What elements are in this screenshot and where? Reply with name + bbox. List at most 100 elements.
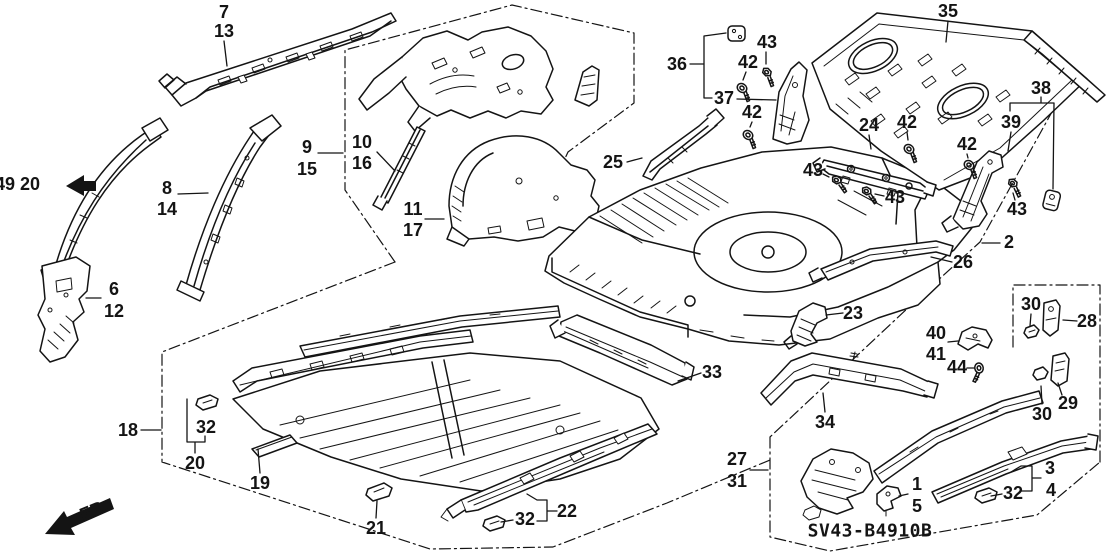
callout-44: 44: [947, 357, 967, 377]
part-clip-1-5: [876, 485, 902, 517]
leader-line: [1012, 192, 1016, 201]
callout-28: 28: [1077, 311, 1097, 331]
leader-line: [990, 493, 1003, 497]
callout-B-49-20: B-49 20: [0, 174, 40, 194]
leader-line: [1029, 313, 1032, 327]
part-rear-floor-pan: [544, 146, 976, 346]
callout-24: 24: [859, 115, 879, 135]
callout-11: 11: [403, 199, 422, 219]
callout-17: 17: [403, 220, 423, 240]
bolt-42-icon: [738, 127, 763, 151]
part-cowl-side-panel: [37, 256, 91, 363]
part-pillar-gusset: [772, 61, 810, 145]
callout-6: 6: [109, 279, 119, 299]
callout-3: 3: [1045, 458, 1055, 478]
callout-SV43-B4910B: SV43-B4910B: [808, 521, 933, 542]
callout-37: 37: [714, 88, 734, 108]
part-bracket-28: [1042, 299, 1061, 337]
callout-FR-: FR.: [77, 495, 111, 524]
b49-ref-arrow-icon: [66, 175, 96, 196]
callout-29: 29: [1058, 393, 1078, 413]
part-rear-frame-rail: [873, 390, 1044, 484]
part-clip-21: [365, 482, 393, 502]
part-floor-side-rail: [808, 240, 954, 283]
callout-7: 7: [219, 2, 229, 22]
leader-line: [930, 256, 953, 263]
part-quarter-stiffener: [941, 150, 1004, 233]
part-front-floor-assembly: [232, 305, 660, 492]
part-rear-shelf-panel: [811, 12, 1106, 191]
callout-25: 25: [603, 152, 623, 172]
callout-18: 18: [118, 420, 138, 440]
callout-19: 19: [250, 473, 270, 493]
leader-line: [1057, 382, 1063, 396]
bolt-44-icon: [969, 361, 987, 384]
leader-line: [822, 392, 826, 413]
callout-26: 26: [953, 252, 973, 272]
part-clip-32-sill: [482, 515, 506, 532]
part-grommet: [727, 25, 746, 42]
fr-direction-arrow-icon: [45, 498, 114, 535]
leader-line: [898, 493, 909, 497]
bolt-43-icon: [756, 65, 781, 89]
callout-42: 42: [957, 134, 977, 154]
callout-32: 32: [196, 417, 216, 437]
part-clip-30-lower: [1032, 366, 1049, 381]
part-rocker-sill: [440, 423, 658, 522]
part-clip-32-front: [195, 394, 219, 411]
part-floor-strip: [251, 434, 298, 458]
part-roof-rail-bracket: [574, 65, 600, 107]
callout-31: 31: [727, 471, 747, 491]
callout-43: 43: [757, 32, 777, 52]
leader-line: [742, 71, 747, 81]
part-front-pillar-upper: [40, 117, 169, 281]
part-middle-crossmember: [549, 314, 695, 386]
callout-39: 39: [1001, 112, 1021, 132]
part-quarter-rail-stiffener: [372, 126, 426, 211]
callout-30: 30: [1032, 404, 1052, 424]
callout-4: 4: [1046, 480, 1056, 500]
callout-27: 27: [727, 449, 747, 469]
callout-42: 42: [738, 52, 758, 72]
callout-36: 36: [667, 54, 687, 74]
part-rear-crossmember: [760, 351, 939, 406]
leader-line: [223, 40, 228, 67]
callout-8: 8: [162, 178, 172, 198]
callout-30: 30: [1021, 294, 1041, 314]
callout-12: 12: [104, 301, 124, 321]
callout-14: 14: [157, 199, 177, 219]
callout-15: 15: [297, 159, 317, 179]
callout-20: 20: [185, 453, 205, 473]
callout-32: 32: [515, 509, 535, 529]
leader-line: [677, 372, 702, 382]
part-rear-side-rail: [642, 108, 725, 181]
leader-line: [257, 448, 261, 474]
callout-43: 43: [885, 187, 905, 207]
leader-line: [626, 157, 643, 163]
part-quarter-panel-inner: [358, 26, 554, 132]
part-rear-wheelhouse: [446, 135, 600, 247]
part-clip-30-upper: [1023, 324, 1040, 339]
callout-42: 42: [897, 112, 917, 132]
callout-1: 1: [912, 474, 922, 494]
leader-line: [947, 340, 959, 343]
leader-line: [375, 500, 378, 519]
leader-line: [945, 20, 949, 43]
leader-line: [825, 312, 844, 316]
leader-line: [868, 134, 872, 150]
callout-13: 13: [214, 21, 234, 41]
callout-38: 38: [1031, 78, 1051, 98]
leader-line: [1062, 319, 1078, 322]
leader-line: [1010, 465, 1042, 492]
part-roof-side-rail: [158, 12, 397, 107]
callout-16: 16: [352, 153, 372, 173]
callout-43: 43: [803, 160, 823, 180]
leader-line: [186, 398, 206, 454]
part-clip-32-rear: [974, 487, 998, 504]
callout-32: 32: [1003, 483, 1023, 503]
part-bracket-assembly-27-31: [800, 448, 874, 521]
leader-line: [1007, 131, 1012, 152]
callout-22: 22: [557, 501, 577, 521]
